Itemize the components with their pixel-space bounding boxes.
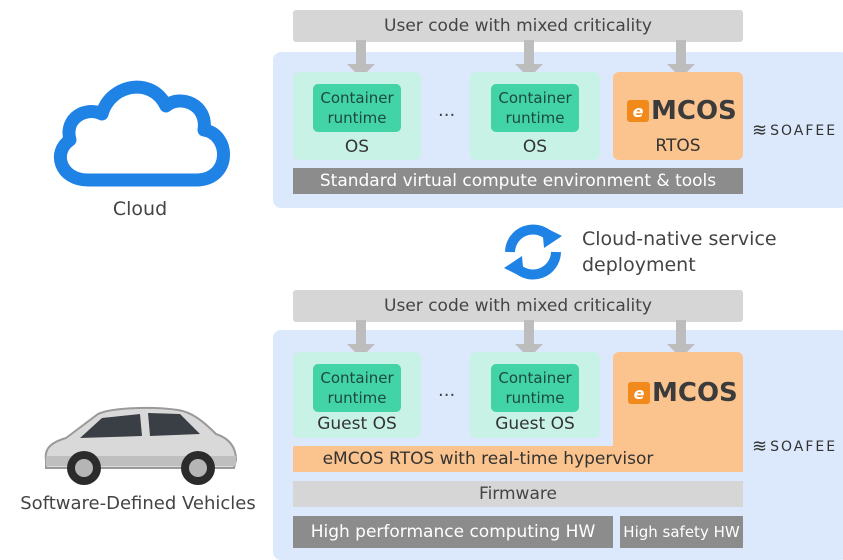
standard-env-bar: Standard virtual compute environment & t… xyxy=(293,168,743,194)
guest-os-label: Guest OS xyxy=(495,414,575,434)
ellipsis: ... xyxy=(438,100,456,121)
safety-hw-bar: High safety HW xyxy=(620,516,743,548)
deploy-line-2: deployment xyxy=(582,254,696,276)
container-runtime-box: Container runtime xyxy=(313,84,401,132)
top-os-box-1: Container runtime OS xyxy=(293,72,421,160)
arrow-down-icon xyxy=(515,40,543,78)
container-runtime-box: Container runtime xyxy=(491,84,579,132)
deployment-label: Cloud-native service deployment xyxy=(582,226,777,278)
soafee-logo: ≋SOAFEE xyxy=(752,120,838,141)
arrow-down-icon xyxy=(347,320,375,358)
soafee-logo: ≋SOAFEE xyxy=(752,436,838,457)
vehicle-label: Software-Defined Vehicles xyxy=(20,493,256,514)
os-label: OS xyxy=(344,137,370,157)
bottom-arrows xyxy=(347,320,695,358)
ellipsis: ... xyxy=(438,380,456,401)
rtos-label: RTOS xyxy=(655,136,701,156)
bottom-os-box-2: Container runtime Guest OS xyxy=(470,352,600,438)
deploy-line-1: Cloud-native service xyxy=(582,228,777,250)
container-runtime-box: Container runtime xyxy=(491,364,579,412)
top-arrows xyxy=(347,40,695,78)
bottom-os-box-1: Container runtime Guest OS xyxy=(293,352,421,438)
guest-os-label: Guest OS xyxy=(317,414,397,434)
sync-icon xyxy=(504,224,562,280)
arrow-down-icon xyxy=(347,40,375,78)
arrow-down-icon xyxy=(667,40,695,78)
cloud-label: Cloud xyxy=(112,198,168,220)
container-runtime-box: Container runtime xyxy=(313,364,401,412)
firmware-bar: Firmware xyxy=(293,481,743,507)
cloud-icon xyxy=(53,80,230,187)
bottom-user-code-bar: User code with mixed criticality xyxy=(293,290,743,322)
os-label: OS xyxy=(522,137,548,157)
arrow-down-icon xyxy=(667,320,695,358)
top-os-box-2: Container runtime OS xyxy=(470,72,600,160)
car-image xyxy=(44,406,238,485)
arrow-down-icon xyxy=(515,320,543,358)
hpc-hw-bar: High performance computing HW xyxy=(293,516,613,548)
top-user-code-bar: User code with mixed criticality xyxy=(293,10,743,42)
hypervisor-bar: eMCOS RTOS with real-time hypervisor xyxy=(293,446,743,472)
